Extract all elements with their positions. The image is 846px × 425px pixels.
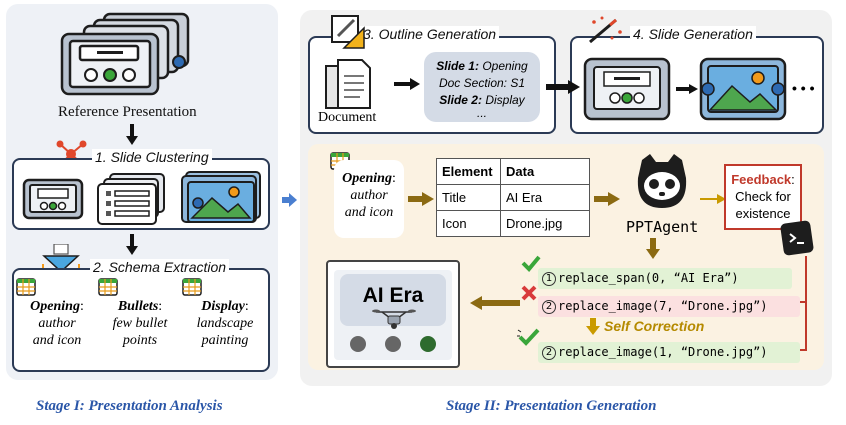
outline-ellipsis: ... <box>476 106 487 120</box>
outline-s2-val: Display <box>485 93 525 107</box>
schema-desc: and icon <box>32 333 82 348</box>
generated-slide-icon <box>583 57 671 121</box>
feedback-box: Feedback: Check for existence <box>724 164 802 230</box>
table-icon <box>16 278 36 296</box>
arrow-right <box>394 78 420 90</box>
landscape-slide-icon <box>181 171 261 223</box>
step-number: 2 <box>542 345 556 360</box>
landscape-slide-icon <box>699 57 787 121</box>
stage2-caption: Stage II: Presentation Generation <box>446 398 657 414</box>
table-cell: Title <box>436 184 501 211</box>
feedback-title: Feedback <box>731 172 792 187</box>
table-header-row: Element Data <box>436 158 590 185</box>
clustering-title: 1. Slide Clustering <box>92 149 212 165</box>
slide-dot <box>385 336 401 352</box>
check-icon <box>517 328 540 346</box>
document-icon <box>325 59 371 109</box>
table-header: Data <box>500 158 590 185</box>
arrow-right <box>676 84 698 94</box>
gold-down-arrow <box>586 318 600 335</box>
table-icon <box>98 278 118 296</box>
step-number: 2 <box>542 299 556 314</box>
schema-card-bullets: Bullets: few bullet points <box>102 286 178 364</box>
drone-icon <box>372 309 416 329</box>
opening-card-title: Opening <box>342 171 392 186</box>
step-number: 1 <box>542 271 556 286</box>
outline-s1-key: Slide 1: <box>436 59 479 73</box>
agent-logo-icon <box>637 154 687 208</box>
outline-s1-val: Opening <box>482 59 528 73</box>
schema-desc: painting <box>201 333 249 348</box>
slide-dot-active <box>420 336 436 352</box>
brown-arrow <box>408 192 434 206</box>
arrow-right-bold <box>546 80 580 94</box>
terminal-icon <box>780 220 814 256</box>
brown-arrow <box>594 192 620 206</box>
down-arrow <box>126 234 138 255</box>
schema-desc: few bullet <box>112 316 168 331</box>
opening-card: Opening: author and icon <box>334 160 404 238</box>
stage-arrow <box>282 193 297 207</box>
feedback-line: existence <box>735 206 791 221</box>
schema-title-display: Display <box>201 299 245 314</box>
schema-desc: landscape <box>196 316 254 331</box>
schema-title-bullets: Bullets <box>117 299 159 314</box>
slide-stack-icon <box>60 12 190 96</box>
table-cell: AI Era <box>500 184 590 211</box>
agent-label: PPTAgent <box>626 218 699 236</box>
cross-icon <box>521 285 537 301</box>
table-row: Icon Drone.jpg <box>436 210 590 237</box>
opening-card-desc: author <box>350 188 388 203</box>
gold-arrow <box>700 194 726 204</box>
action-code: replace_span(0, “AI Era”) <box>558 271 739 285</box>
outline-s2-key: Slide 2: <box>439 93 482 107</box>
action-code: replace_image(7, “Drone.jpg”) <box>558 299 768 313</box>
more-slides-ellipsis: • • • <box>792 80 815 96</box>
table-header: Element <box>436 158 501 185</box>
schema-title: 2. Schema Extraction <box>90 259 230 275</box>
self-correction-label: Self Correction <box>604 318 705 334</box>
result-slide-title: AI Era <box>362 284 424 307</box>
outline-title: 3. Outline Generation <box>360 26 500 42</box>
colon: : <box>391 171 396 186</box>
schema-title-opening: Opening <box>30 299 80 314</box>
bullets-slide-icon <box>97 173 165 225</box>
schema-card-opening: Opening: author and icon <box>20 286 94 364</box>
slide-dot <box>350 336 366 352</box>
slidegen-title: 4. Slide Generation <box>630 26 756 42</box>
pencil-ruler-icon <box>331 15 365 49</box>
opening-card-desc: and icon <box>344 205 394 220</box>
action-code: replace_image(1, “Drone.jpg”) <box>558 345 768 359</box>
schema-card-display: Display: landscape painting <box>186 286 264 364</box>
table-row: Title AI Era <box>436 184 590 211</box>
brown-down-arrow <box>646 238 660 259</box>
feedback-line: Check for <box>735 189 791 204</box>
down-arrow <box>126 124 138 145</box>
magic-wand-icon <box>589 16 622 44</box>
schema-desc: points <box>122 333 158 348</box>
document-label: Document <box>318 110 377 125</box>
reference-label: Reference Presentation <box>58 104 197 120</box>
element-data-table: Element Data Title AI Era Icon Drone.jpg <box>436 158 590 237</box>
brown-arrow-left <box>470 296 520 310</box>
stage1-caption: Stage I: Presentation Analysis <box>36 398 223 414</box>
table-icon <box>182 278 202 296</box>
opening-slide-icon <box>22 178 84 220</box>
schema-desc: author <box>38 316 76 331</box>
check-icon <box>521 255 541 272</box>
table-cell: Icon <box>436 210 501 237</box>
outline-s1-sub: Doc Section: S1 <box>438 76 526 90</box>
table-cell: Drone.jpg <box>500 210 590 237</box>
colon: : <box>791 172 795 187</box>
outline-card: Slide 1: Opening Doc Section: S1 Slide 2… <box>424 52 540 122</box>
